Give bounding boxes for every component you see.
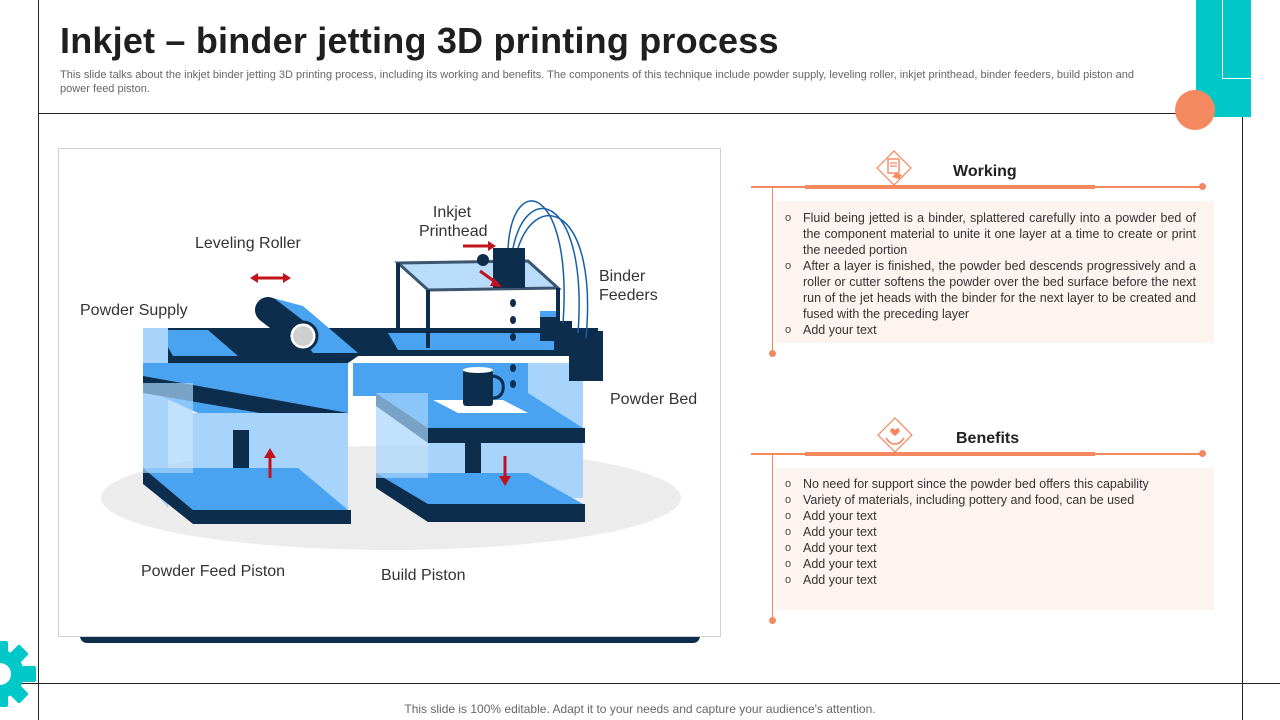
page-title: Inkjet – binder jetting 3D printing proc… bbox=[60, 20, 779, 61]
label-binder-feeders: Binder Feeders bbox=[599, 268, 658, 304]
benefits-list: No need for support since the powder bed… bbox=[781, 476, 1196, 588]
frame-right-line bbox=[1242, 115, 1243, 720]
working-heading: Working bbox=[953, 163, 1017, 180]
working-rule-dot bbox=[1199, 183, 1206, 190]
label-leveling-roller: Leveling Roller bbox=[195, 235, 301, 252]
benefits-item: Add your text bbox=[781, 572, 1196, 588]
benefits-item: No need for support since the powder bed… bbox=[781, 476, 1196, 492]
benefits-item: Add your text bbox=[781, 556, 1196, 572]
benefits-rule-thick bbox=[805, 452, 1095, 456]
working-rule-thick bbox=[805, 185, 1095, 189]
label-inkjet-printhead: Inkjet Printhead bbox=[419, 204, 488, 240]
benefits-content-box: No need for support since the powder bed… bbox=[776, 468, 1214, 610]
header-divider bbox=[38, 113, 1243, 114]
label-build-piston: Build Piston bbox=[381, 567, 466, 584]
gear-icon bbox=[0, 641, 36, 707]
label-powder-bed: Powder Bed bbox=[610, 391, 698, 408]
benefits-vline-dot bbox=[769, 617, 776, 624]
footer-divider bbox=[0, 683, 1280, 684]
benefits-item: Add your text bbox=[781, 540, 1196, 556]
frame-left-line bbox=[38, 0, 39, 720]
teal-decor-inner bbox=[1222, 0, 1251, 79]
benefits-rule-dot bbox=[1199, 450, 1206, 457]
working-vline bbox=[772, 187, 773, 353]
working-item: Fluid being jetted is a binder, splatter… bbox=[781, 210, 1196, 258]
diagram-base-shadow bbox=[80, 636, 700, 643]
benefits-vline bbox=[772, 454, 773, 620]
hands-heart-icon bbox=[877, 417, 913, 453]
working-vline-dot bbox=[769, 350, 776, 357]
benefits-item: Variety of materials, including pottery … bbox=[781, 492, 1196, 508]
label-powder-supply: Powder Supply bbox=[80, 302, 188, 319]
footer-note: This slide is 100% editable. Adapt it to… bbox=[404, 702, 876, 716]
working-item: After a layer is finished, the powder be… bbox=[781, 258, 1196, 322]
page-subtitle: This slide talks about the inkjet binder… bbox=[60, 69, 1134, 95]
label-powder-feed-piston: Powder Feed Piston bbox=[141, 563, 286, 580]
orange-decor-circle bbox=[1175, 90, 1215, 130]
binder-jetting-illustration bbox=[101, 200, 681, 550]
working-item: Add your text bbox=[781, 322, 1196, 338]
benefits-item: Add your text bbox=[781, 524, 1196, 540]
working-list: Fluid being jetted is a binder, splatter… bbox=[781, 210, 1196, 338]
working-content-box: Fluid being jetted is a binder, splatter… bbox=[776, 201, 1214, 343]
benefits-heading: Benefits bbox=[956, 430, 1020, 447]
document-hand-icon bbox=[876, 150, 912, 186]
benefits-item: Add your text bbox=[781, 508, 1196, 524]
